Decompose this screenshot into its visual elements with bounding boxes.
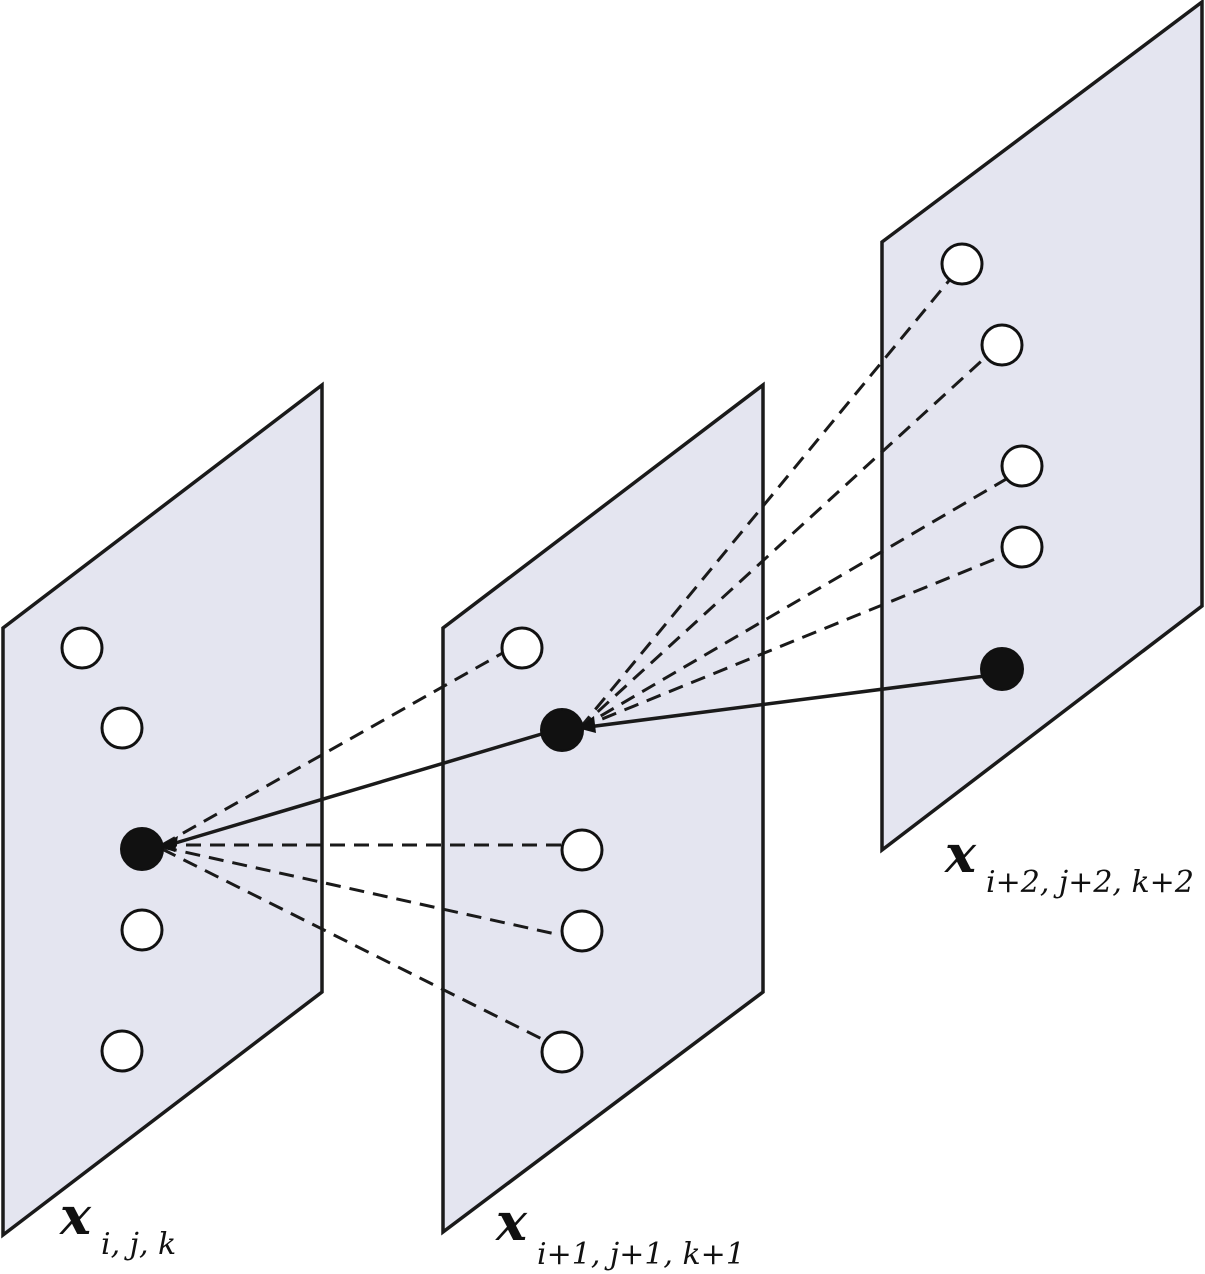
right-plane-nodes: [940, 242, 1044, 691]
node-filled: [980, 647, 1024, 691]
plane-left-label-main: x: [59, 1186, 92, 1247]
node-open: [120, 908, 164, 952]
arrowhead-left: [158, 836, 178, 852]
dashed-link: [579, 553, 1006, 730]
dashed-link: [578, 353, 990, 730]
plane-right-label-sub: i+2, j+2, k+2: [986, 865, 1194, 900]
plane-left-label-sub: i, j, k: [101, 1227, 176, 1262]
plane-middle: [441, 381, 765, 1236]
dashed-link: [161, 845, 561, 937]
plane-middle-label-sub: i+1, j+1, k+1: [537, 1237, 745, 1272]
dashed-link: [579, 476, 1009, 730]
plane-middle-label-main: x: [495, 1192, 528, 1253]
middle-plane-nodes: [500, 626, 604, 1074]
dashed-link: [161, 648, 509, 847]
node-open: [60, 626, 104, 670]
node-open: [100, 1029, 144, 1073]
plane-left-label: x i, j, k: [59, 1186, 176, 1262]
node-open: [940, 242, 984, 286]
node-open: [1000, 525, 1044, 569]
node-open: [1000, 444, 1044, 488]
node-filled: [540, 708, 584, 752]
solid-link-middle-right: [579, 674, 986, 730]
node-open: [100, 706, 144, 750]
node-open: [560, 909, 604, 953]
solid-link-left-middle: [161, 731, 546, 849]
plane-right-label: x i+2, j+2, k+2: [944, 824, 1194, 900]
dashed-links-middle: [578, 276, 1009, 730]
left-plane-nodes: [60, 626, 164, 1073]
dashed-links-left: [161, 648, 563, 1044]
plane-middle-label: x i+1, j+1, k+1: [495, 1192, 745, 1272]
plane-left: [1, 381, 324, 1239]
node-open: [500, 626, 544, 670]
plane-right-label-main: x: [944, 824, 977, 885]
node-open: [980, 323, 1024, 367]
node-open: [540, 1030, 584, 1074]
node-open: [560, 828, 604, 872]
dashed-link: [578, 276, 954, 729]
node-filled: [120, 827, 164, 871]
plane-right: [880, 0, 1204, 854]
